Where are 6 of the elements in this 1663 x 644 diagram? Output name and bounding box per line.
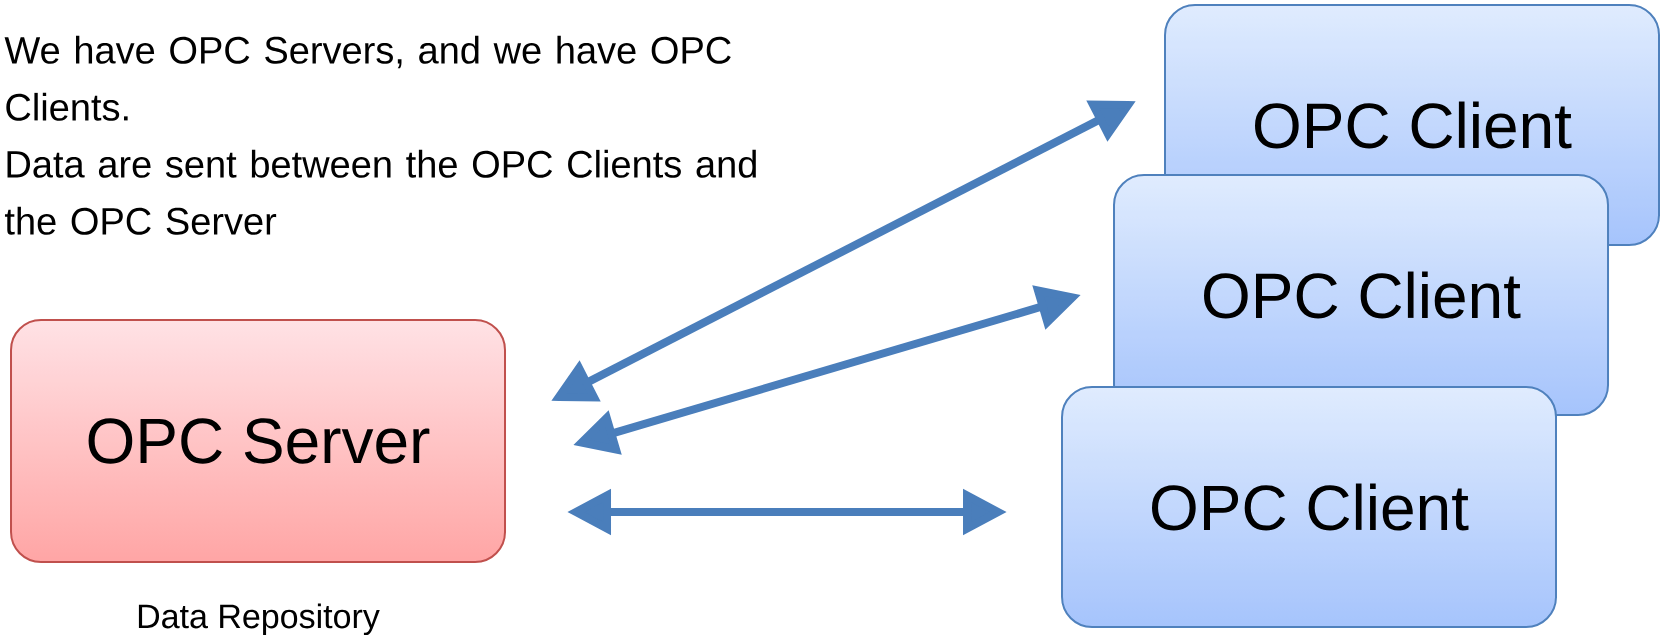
note-text: We have OPC Servers, and we have OPC Clients. <box>4 35 731 121</box>
note-text: Data are sent between the OPC Clients and the OPC Server <box>5 149 756 235</box>
server-box: OPC Server <box>10 319 506 563</box>
client-box: OPC Client <box>1113 174 1609 416</box>
caption-text: Data Repository <box>138 603 380 636</box>
client-box: OPC Client <box>1061 386 1557 628</box>
